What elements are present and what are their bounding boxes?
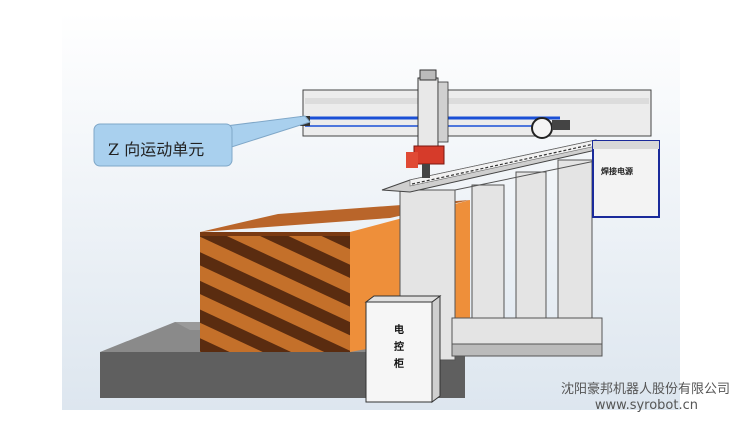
z-motion-unit [406, 69, 449, 178]
cabinet-label-char: 电 [394, 325, 404, 336]
control-cabinet [364, 295, 442, 403]
cabinet-label-char: 柜 [394, 359, 404, 370]
callout-bubble [93, 115, 311, 167]
y-beam [300, 89, 652, 139]
callout-label: Z 向运动单元 [108, 140, 205, 159]
cabinet-label-char: 控 [394, 342, 404, 353]
welding-power-box [592, 140, 660, 218]
cabinet-label: 电 控 柜 [392, 322, 406, 373]
watermark-company: 沈阳豪邦机器人股份有限公司 [560, 382, 730, 397]
power-source-label: 焊接电源 [601, 167, 633, 176]
watermark-url: www.syrobot.cn [594, 398, 698, 413]
